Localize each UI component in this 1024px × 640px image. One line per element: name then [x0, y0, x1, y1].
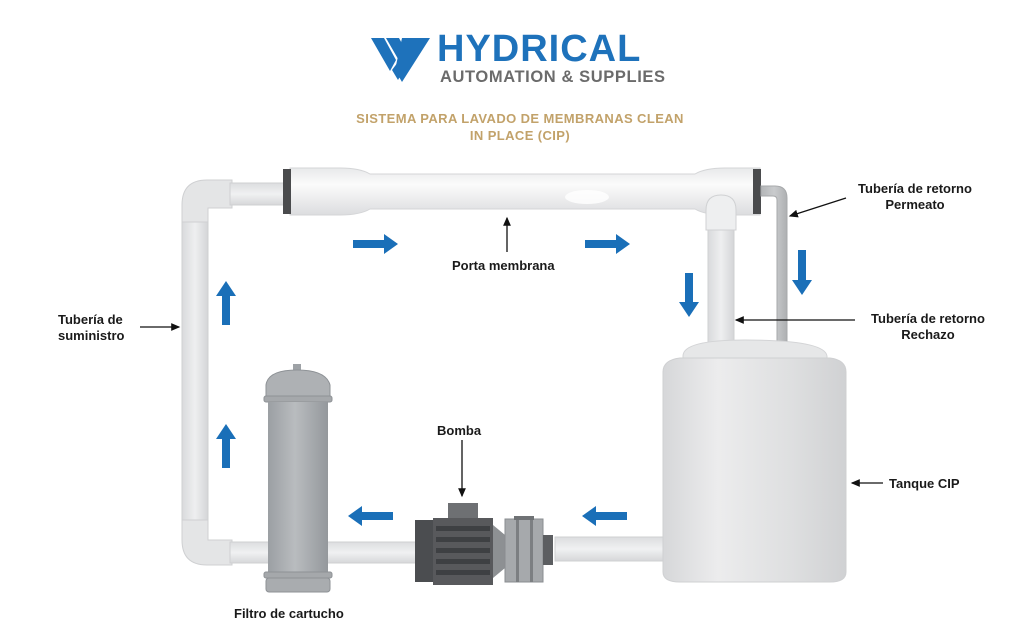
label-supply-pipe-line1: Tubería de [58, 312, 123, 327]
flow-arrow-left-icon [582, 506, 627, 526]
label-membrane-housing: Porta membrana [452, 258, 555, 273]
cartridge-filter [263, 364, 333, 593]
callout-lines [140, 197, 883, 498]
label-reject-return-line1: Tubería de retorno [871, 311, 985, 326]
flow-arrow-up-icon [216, 281, 236, 325]
label-permeate-return-line2: Permeato [885, 197, 945, 212]
label-cartridge-filter: Filtro de cartucho [234, 606, 344, 621]
permeate-leader [788, 197, 847, 218]
membrane-housing [283, 167, 761, 216]
label-permeate-return: Tubería de retorno Permeato [848, 181, 982, 213]
bottom-pipe [317, 536, 666, 564]
flow-arrow-down-icon [679, 273, 699, 317]
diagram-title-line1: SISTEMA PARA LAVADO DE MEMBRANAS CLEAN [356, 111, 684, 126]
flow-arrow-up-icon [216, 424, 236, 468]
label-reject-return-line2: Rechazo [901, 327, 955, 342]
label-cip-tank: Tanque CIP [889, 476, 960, 491]
cip-tank [662, 339, 847, 583]
label-supply-pipe-line2: suministro [58, 328, 125, 343]
flow-arrows [216, 234, 812, 526]
reject-return-pipe [705, 194, 737, 346]
flow-arrow-left-icon [348, 506, 393, 526]
brand-tagline: AUTOMATION & SUPPLIES [440, 68, 666, 86]
diagram-title: SISTEMA PARA LAVADO DE MEMBRANAS CLEAN I… [300, 110, 740, 144]
flow-arrow-right-icon [585, 234, 630, 254]
diagram-title-line2: IN PLACE (CIP) [469, 128, 571, 143]
pump [415, 503, 553, 585]
label-permeate-return-line1: Tubería de retorno [858, 181, 972, 196]
flow-arrow-right-icon [353, 234, 398, 254]
label-reject-return: Tubería de retorno Rechazo [861, 311, 995, 343]
label-pump: Bomba [437, 423, 482, 438]
permeate-return-pipe [760, 185, 788, 346]
flow-arrow-down-icon [792, 250, 812, 295]
supply-pipe [181, 179, 286, 566]
hydrical-logo-icon [371, 38, 430, 82]
brand-name: HYDRICAL [437, 28, 642, 70]
label-supply-pipe: Tubería de suministro [58, 312, 124, 344]
